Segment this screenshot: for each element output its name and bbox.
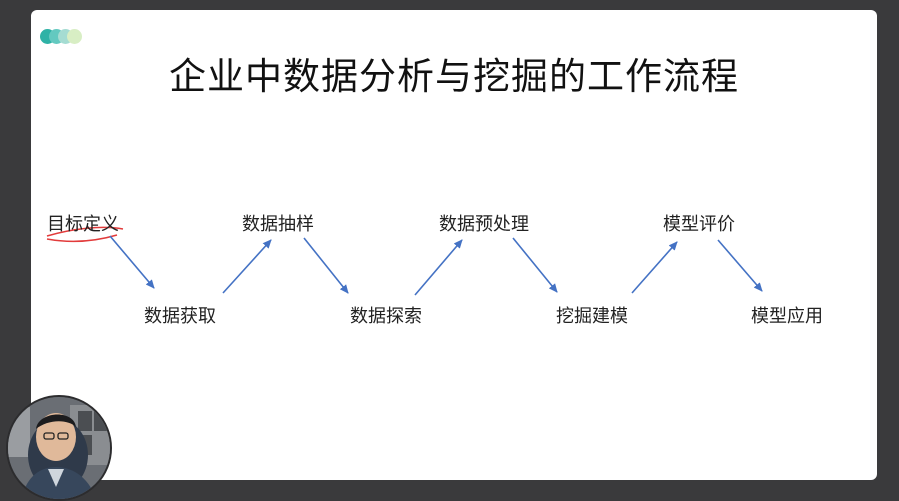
arrow-1 <box>109 235 155 289</box>
arrow-5 <box>512 237 558 293</box>
step-data-acquisition: 数据获取 <box>144 306 216 327</box>
arrow-7 <box>717 239 763 292</box>
dot-4 <box>67 29 82 44</box>
step-data-sampling: 数据抽样 <box>242 214 314 235</box>
presenter-figure <box>8 397 110 499</box>
step-mining-modeling: 挖掘建模 <box>556 306 628 327</box>
arrow-3 <box>303 237 349 294</box>
step-target-definition: 目标定义 <box>47 214 119 235</box>
step-data-exploration: 数据探索 <box>350 306 422 327</box>
flow-arrows <box>46 226 763 296</box>
arrow-6 <box>631 241 678 294</box>
slide: 企业中数据分析与挖掘的工作流程 目标定义 数据获取 数据抽样 数据探索 数据预处… <box>31 10 877 480</box>
step-model-evaluation: 模型评价 <box>663 214 735 235</box>
step-data-preprocessing: 数据预处理 <box>439 214 529 235</box>
arrow-2 <box>222 239 272 294</box>
presenter-video-icon <box>6 395 112 501</box>
arrow-4 <box>414 239 463 296</box>
slide-title: 企业中数据分析与挖掘的工作流程 <box>169 55 739 98</box>
step-model-application: 模型应用 <box>751 306 823 327</box>
